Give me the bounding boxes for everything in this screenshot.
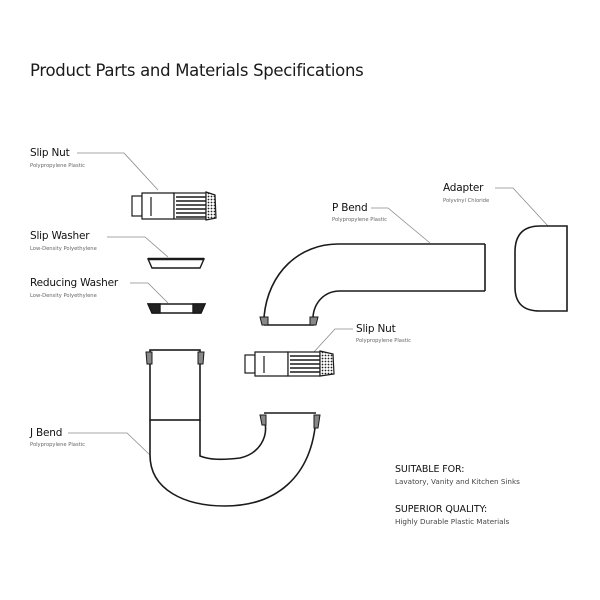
- j-bend-drawing: [145, 349, 321, 507]
- material-slip-washer: Low-Density Polyethylene: [30, 246, 97, 252]
- leader-adapter: [495, 187, 549, 227]
- leader-slip-washer: [107, 236, 169, 258]
- info-text-suitable: Lavatory, Vanity and Kitchen Sinks: [395, 477, 520, 486]
- adapter-drawing: [514, 225, 568, 312]
- label-slip-nut-top: Slip Nut: [30, 147, 70, 159]
- slip-nut-top-drawing: [131, 191, 217, 221]
- leader-p-bend: [371, 207, 431, 244]
- label-j-bend: J Bend: [30, 427, 63, 439]
- label-slip-nut-bottom: Slip Nut: [356, 323, 396, 335]
- material-reducing-washer: Low-Density Polyethylene: [30, 293, 97, 299]
- leader-j-bend: [68, 432, 151, 456]
- material-adapter: Polyvinyl Chloride: [443, 198, 490, 204]
- p-bend-drawing: [259, 243, 486, 326]
- info-heading-suitable: SUITABLE FOR:: [395, 464, 465, 475]
- material-p-bend: Polypropylene Plastic: [332, 217, 388, 223]
- label-reducing-washer: Reducing Washer: [30, 277, 118, 289]
- info-text-quality: Highly Durable Plastic Materials: [395, 517, 510, 526]
- info-heading-quality: SUPERIOR QUALITY:: [395, 504, 488, 515]
- label-adapter: Adapter: [443, 182, 484, 194]
- material-slip-nut-top: Polypropylene Plastic: [30, 163, 86, 169]
- reducing-washer-drawing: [146, 303, 207, 314]
- label-p-bend: P Bend: [332, 202, 368, 214]
- slip-washer-drawing: [146, 258, 206, 269]
- label-slip-washer: Slip Washer: [30, 230, 90, 242]
- leader-slip-nut-bottom: [312, 328, 353, 354]
- slip-nut-bottom-drawing: [244, 350, 335, 377]
- page-title: Product Parts and Materials Specificatio…: [30, 61, 364, 80]
- material-slip-nut-bottom: Polypropylene Plastic: [356, 338, 412, 344]
- material-j-bend: Polypropylene Plastic: [30, 442, 86, 448]
- leader-slip-nut-top: [77, 152, 159, 191]
- leader-reducing-washer: [130, 282, 169, 304]
